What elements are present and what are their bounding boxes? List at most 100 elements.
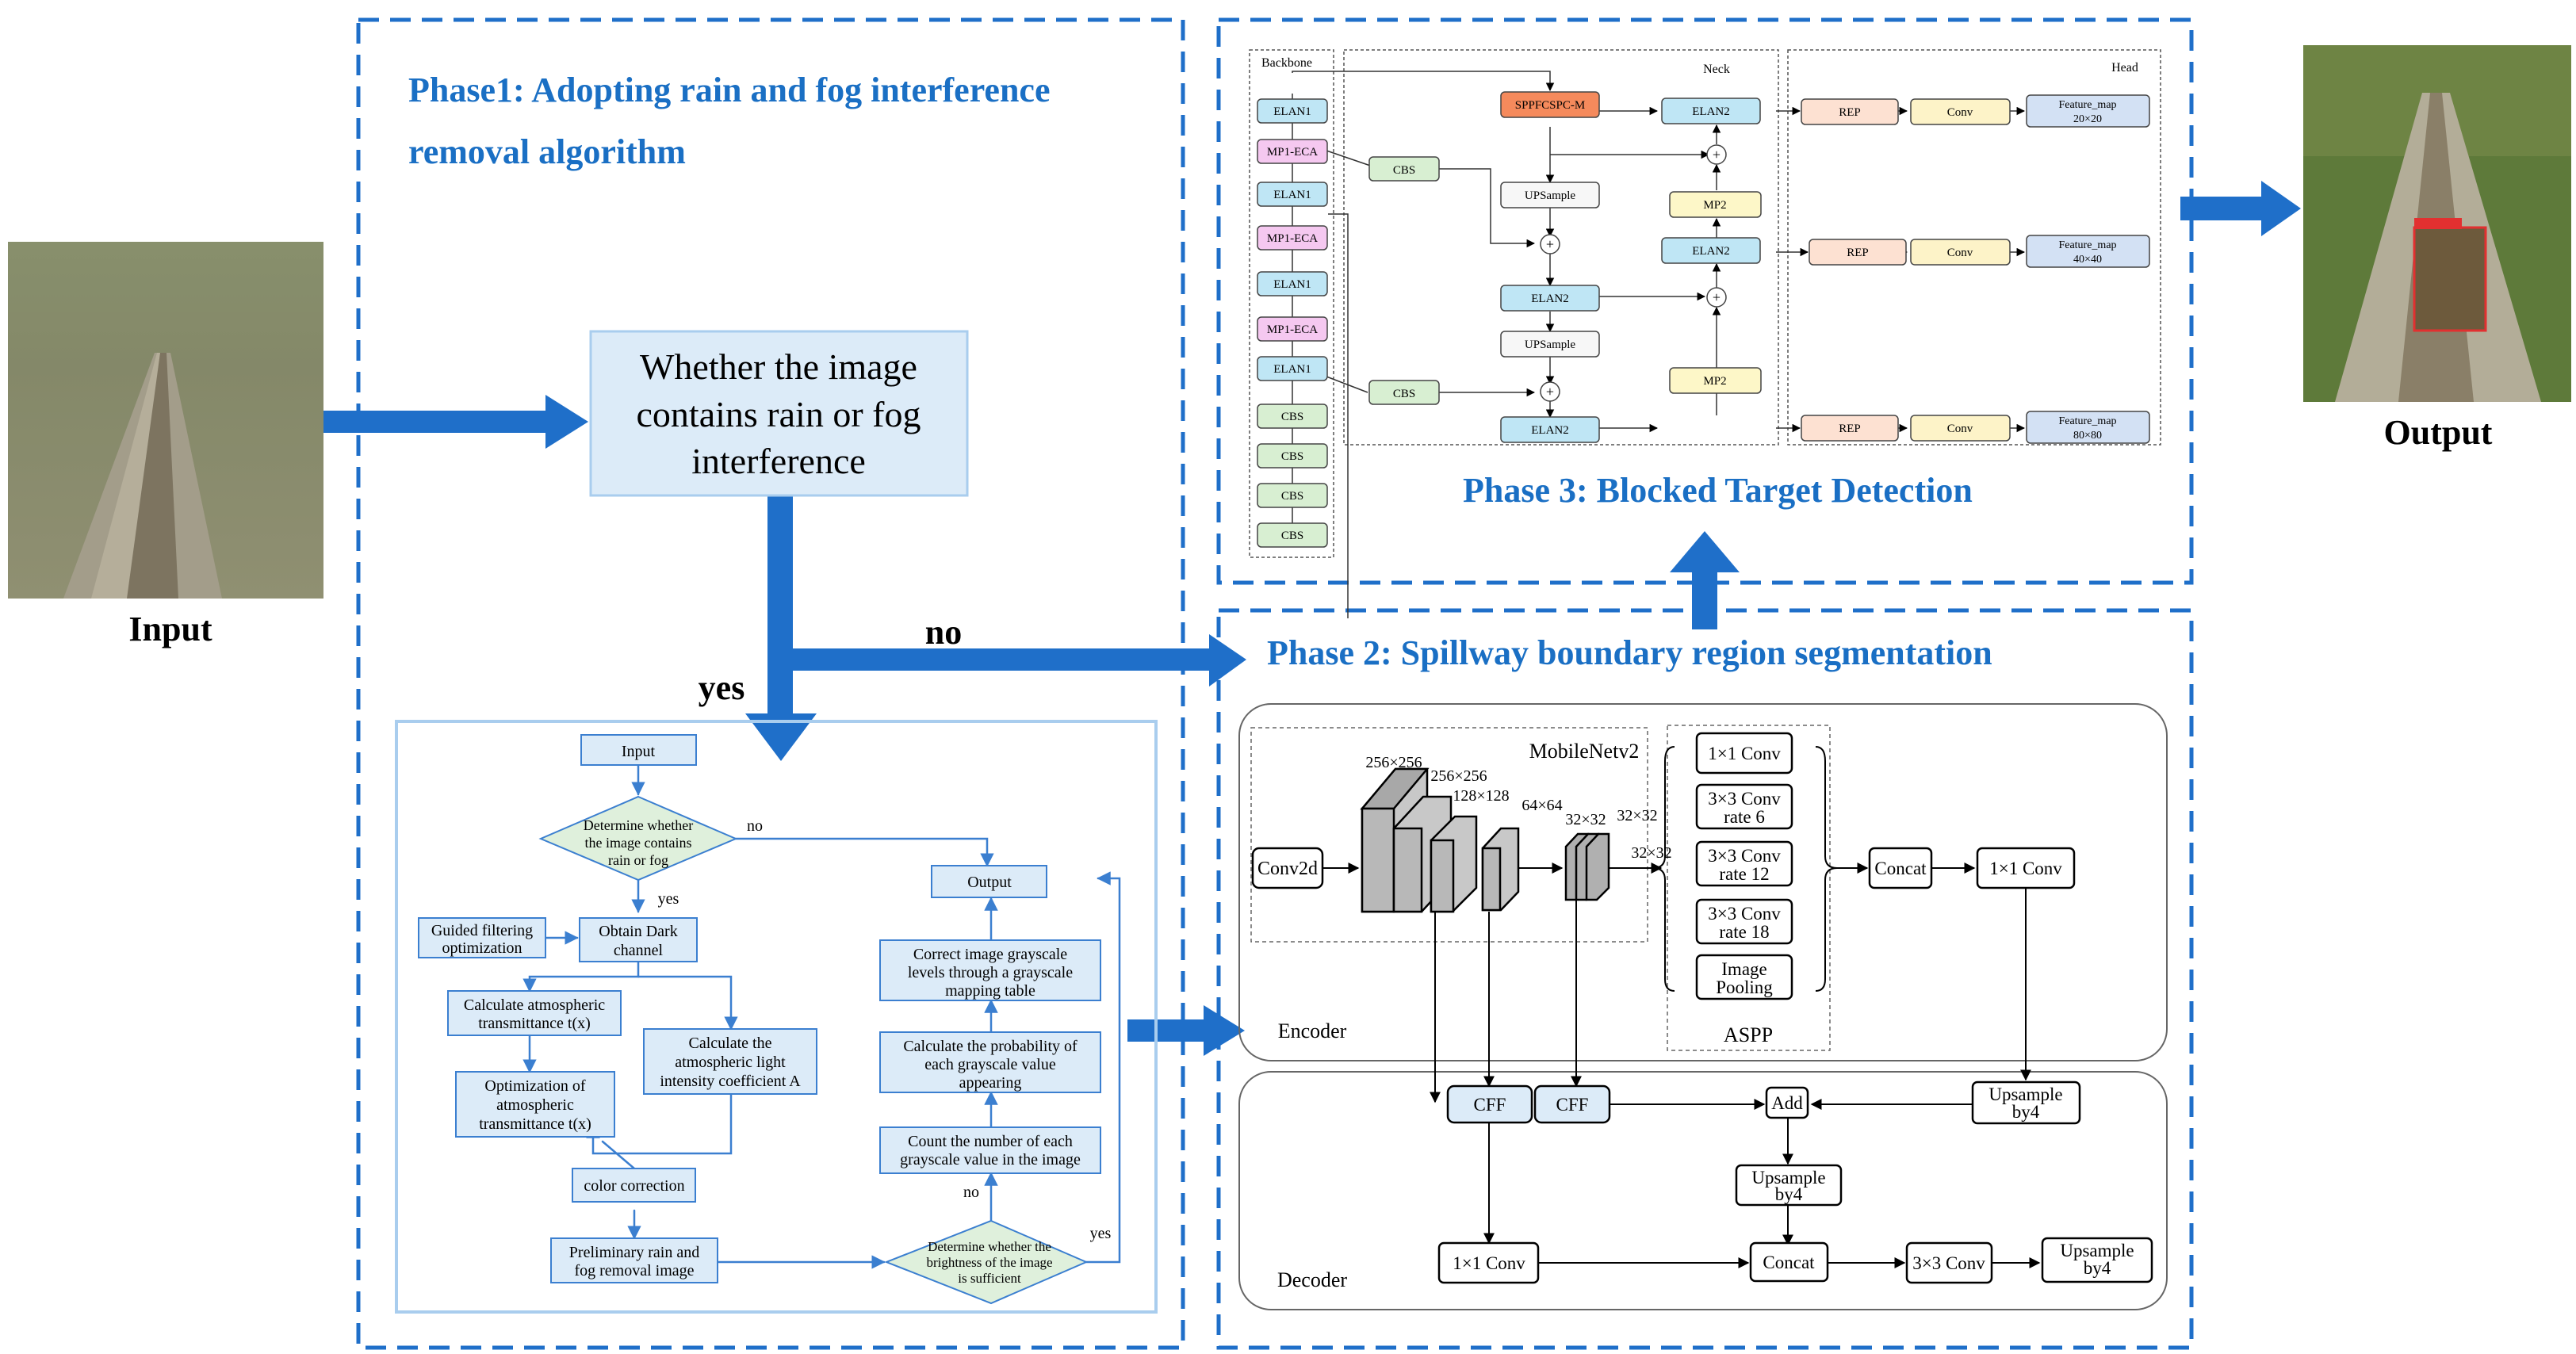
diagram-text: ELAN1 (1273, 278, 1311, 291)
fc-decision1 (538, 795, 738, 882)
diagram-text: MP1-ECA (1267, 146, 1318, 159)
diagram-text: UPSample (1525, 338, 1576, 351)
arrow-input-head (545, 395, 588, 449)
fc-input (580, 734, 697, 766)
phase3-title: Phase 3: Blocked Target Detection (1463, 471, 1973, 510)
head-feature-20 (2026, 94, 2150, 128)
diagram-text: Add (1771, 1093, 1803, 1113)
neck-add (1706, 144, 1727, 165)
diagram-text: by4 (2012, 1102, 2040, 1122)
diagram-text: Determine whether (584, 817, 693, 833)
diagram-text: optimization (442, 939, 522, 957)
arrow-down-shaft (767, 495, 793, 717)
phase3-network: Backbone Neck Head (1249, 49, 2161, 618)
encoder-frame (1238, 703, 2168, 1061)
diagram-text: ELAN2 (1531, 293, 1569, 305)
fc-correct (879, 939, 1101, 1001)
backbone-frame (1249, 49, 1334, 558)
aspp-label: ASPP (1724, 1023, 1773, 1046)
diagram-text: intensity coefficient A (660, 1073, 801, 1090)
diagram-text: color correction (584, 1177, 684, 1195)
diagram-text: ELAN1 (1273, 189, 1311, 201)
output-label: Output (2383, 413, 2493, 452)
diagram-text: CBS (1281, 530, 1303, 542)
neck-add (1540, 234, 1560, 254)
decoder-label: Decoder (1277, 1268, 1347, 1291)
diagram-text: CBS (1393, 164, 1415, 177)
neck-elan2 (1500, 285, 1600, 312)
diagram-text: 1×1 Conv (1708, 744, 1781, 763)
head-label: Head (2111, 61, 2138, 75)
diagram-text: Calculate the probability of (903, 1038, 1077, 1055)
diagram-text: by4 (2084, 1258, 2111, 1278)
diagram-text: Optimization of (484, 1077, 586, 1095)
fc-guided (418, 917, 546, 958)
decision-line2: contains rain or fog (637, 394, 921, 434)
phase2-network: MobileNetv2 Encoder Decoder ASPP Conv2d (1238, 703, 2168, 1310)
phase1-frame (356, 17, 1185, 1350)
fc-calc-t (447, 990, 622, 1036)
concat-box-2 (1749, 1241, 1829, 1283)
diagram-text: CBS (1281, 450, 1303, 463)
arrow-flowchart-shaft (1127, 1019, 1207, 1042)
neck-label: Neck (1703, 63, 1730, 76)
mobilenet-label: MobileNetv2 (1529, 740, 1640, 763)
phase1-title-line1: Phase1: Adopting rain and fog interferen… (408, 71, 1051, 109)
neck-cbs (1368, 156, 1440, 182)
neck-mp2 (1669, 367, 1762, 394)
diagram-text: 1×1 Conv (1453, 1253, 1525, 1273)
diagram-text: rate 18 (1719, 922, 1769, 942)
decision-line1: Whether the image (640, 346, 917, 387)
decoder-frame (1238, 1071, 2168, 1310)
feature-blocks (1360, 767, 1610, 913)
decision-line3: interference (691, 441, 866, 481)
diagram-text: Feature_map (2058, 415, 2116, 427)
diagram-text: 32×32 (1565, 811, 1606, 828)
encoder-label: Encoder (1278, 1019, 1347, 1042)
backbone-cbs (1257, 483, 1328, 508)
diagram-text: yes (1090, 1225, 1112, 1242)
flowchart-frame (395, 720, 1158, 1314)
aspp-pooling (1695, 954, 1793, 1000)
arrow-output-shaft (2180, 197, 2268, 220)
add-box (1765, 1086, 1809, 1119)
neck-elan2 (1661, 237, 1761, 264)
diagram-text: MP2 (1703, 199, 1726, 212)
diagram-text: ELAN2 (1692, 245, 1730, 258)
diagram-text: Obtain Dark (599, 923, 677, 940)
diagram-text: Correct image grayscale (913, 946, 1067, 963)
diagram-text: 3×3 Conv (1708, 846, 1781, 866)
upsample-box-2 (1735, 1164, 1843, 1207)
input-image (8, 242, 323, 599)
output-image (2303, 45, 2571, 402)
diagram-text: atmospheric light (675, 1054, 786, 1071)
neck-cbs (1368, 380, 1440, 405)
arrow-no-head (1209, 634, 1246, 687)
backbone-mp1eca (1257, 316, 1328, 342)
diagram-text: Guided filtering (431, 922, 533, 939)
arrow-flowchart-head (1204, 1005, 1245, 1056)
upsample-box-1 (1971, 1081, 2081, 1125)
backbone-elan1 (1257, 271, 1328, 296)
fc-opt-t (455, 1071, 615, 1138)
diagram-text: Count the number of each (908, 1133, 1073, 1150)
diagram-text: 80×80 (2073, 430, 2102, 442)
diagram-text: Conv (1947, 247, 1973, 259)
diagram-text: Calculate the (689, 1035, 772, 1052)
svg-text:+: + (1546, 236, 1554, 252)
diagram-text: Calculate atmospheric (464, 996, 605, 1014)
backbone-mp1eca (1257, 225, 1328, 251)
mobilenet-frame (1250, 727, 1648, 943)
diagram-text: CBS (1393, 388, 1415, 400)
phase3-frame (1216, 17, 2194, 585)
diagram-text: REP (1847, 247, 1869, 259)
head-frame (1787, 49, 2161, 446)
diagram-text: CFF (1556, 1095, 1589, 1115)
diagram-text: Conv2d (1257, 859, 1318, 879)
conv3x3-box (1905, 1241, 1993, 1284)
diagram-text: 3×3 Conv (1708, 904, 1781, 924)
aspp-rate12 (1695, 840, 1793, 887)
diagram-text: MP1-ECA (1267, 323, 1318, 336)
diagram-text: CBS (1281, 490, 1303, 503)
